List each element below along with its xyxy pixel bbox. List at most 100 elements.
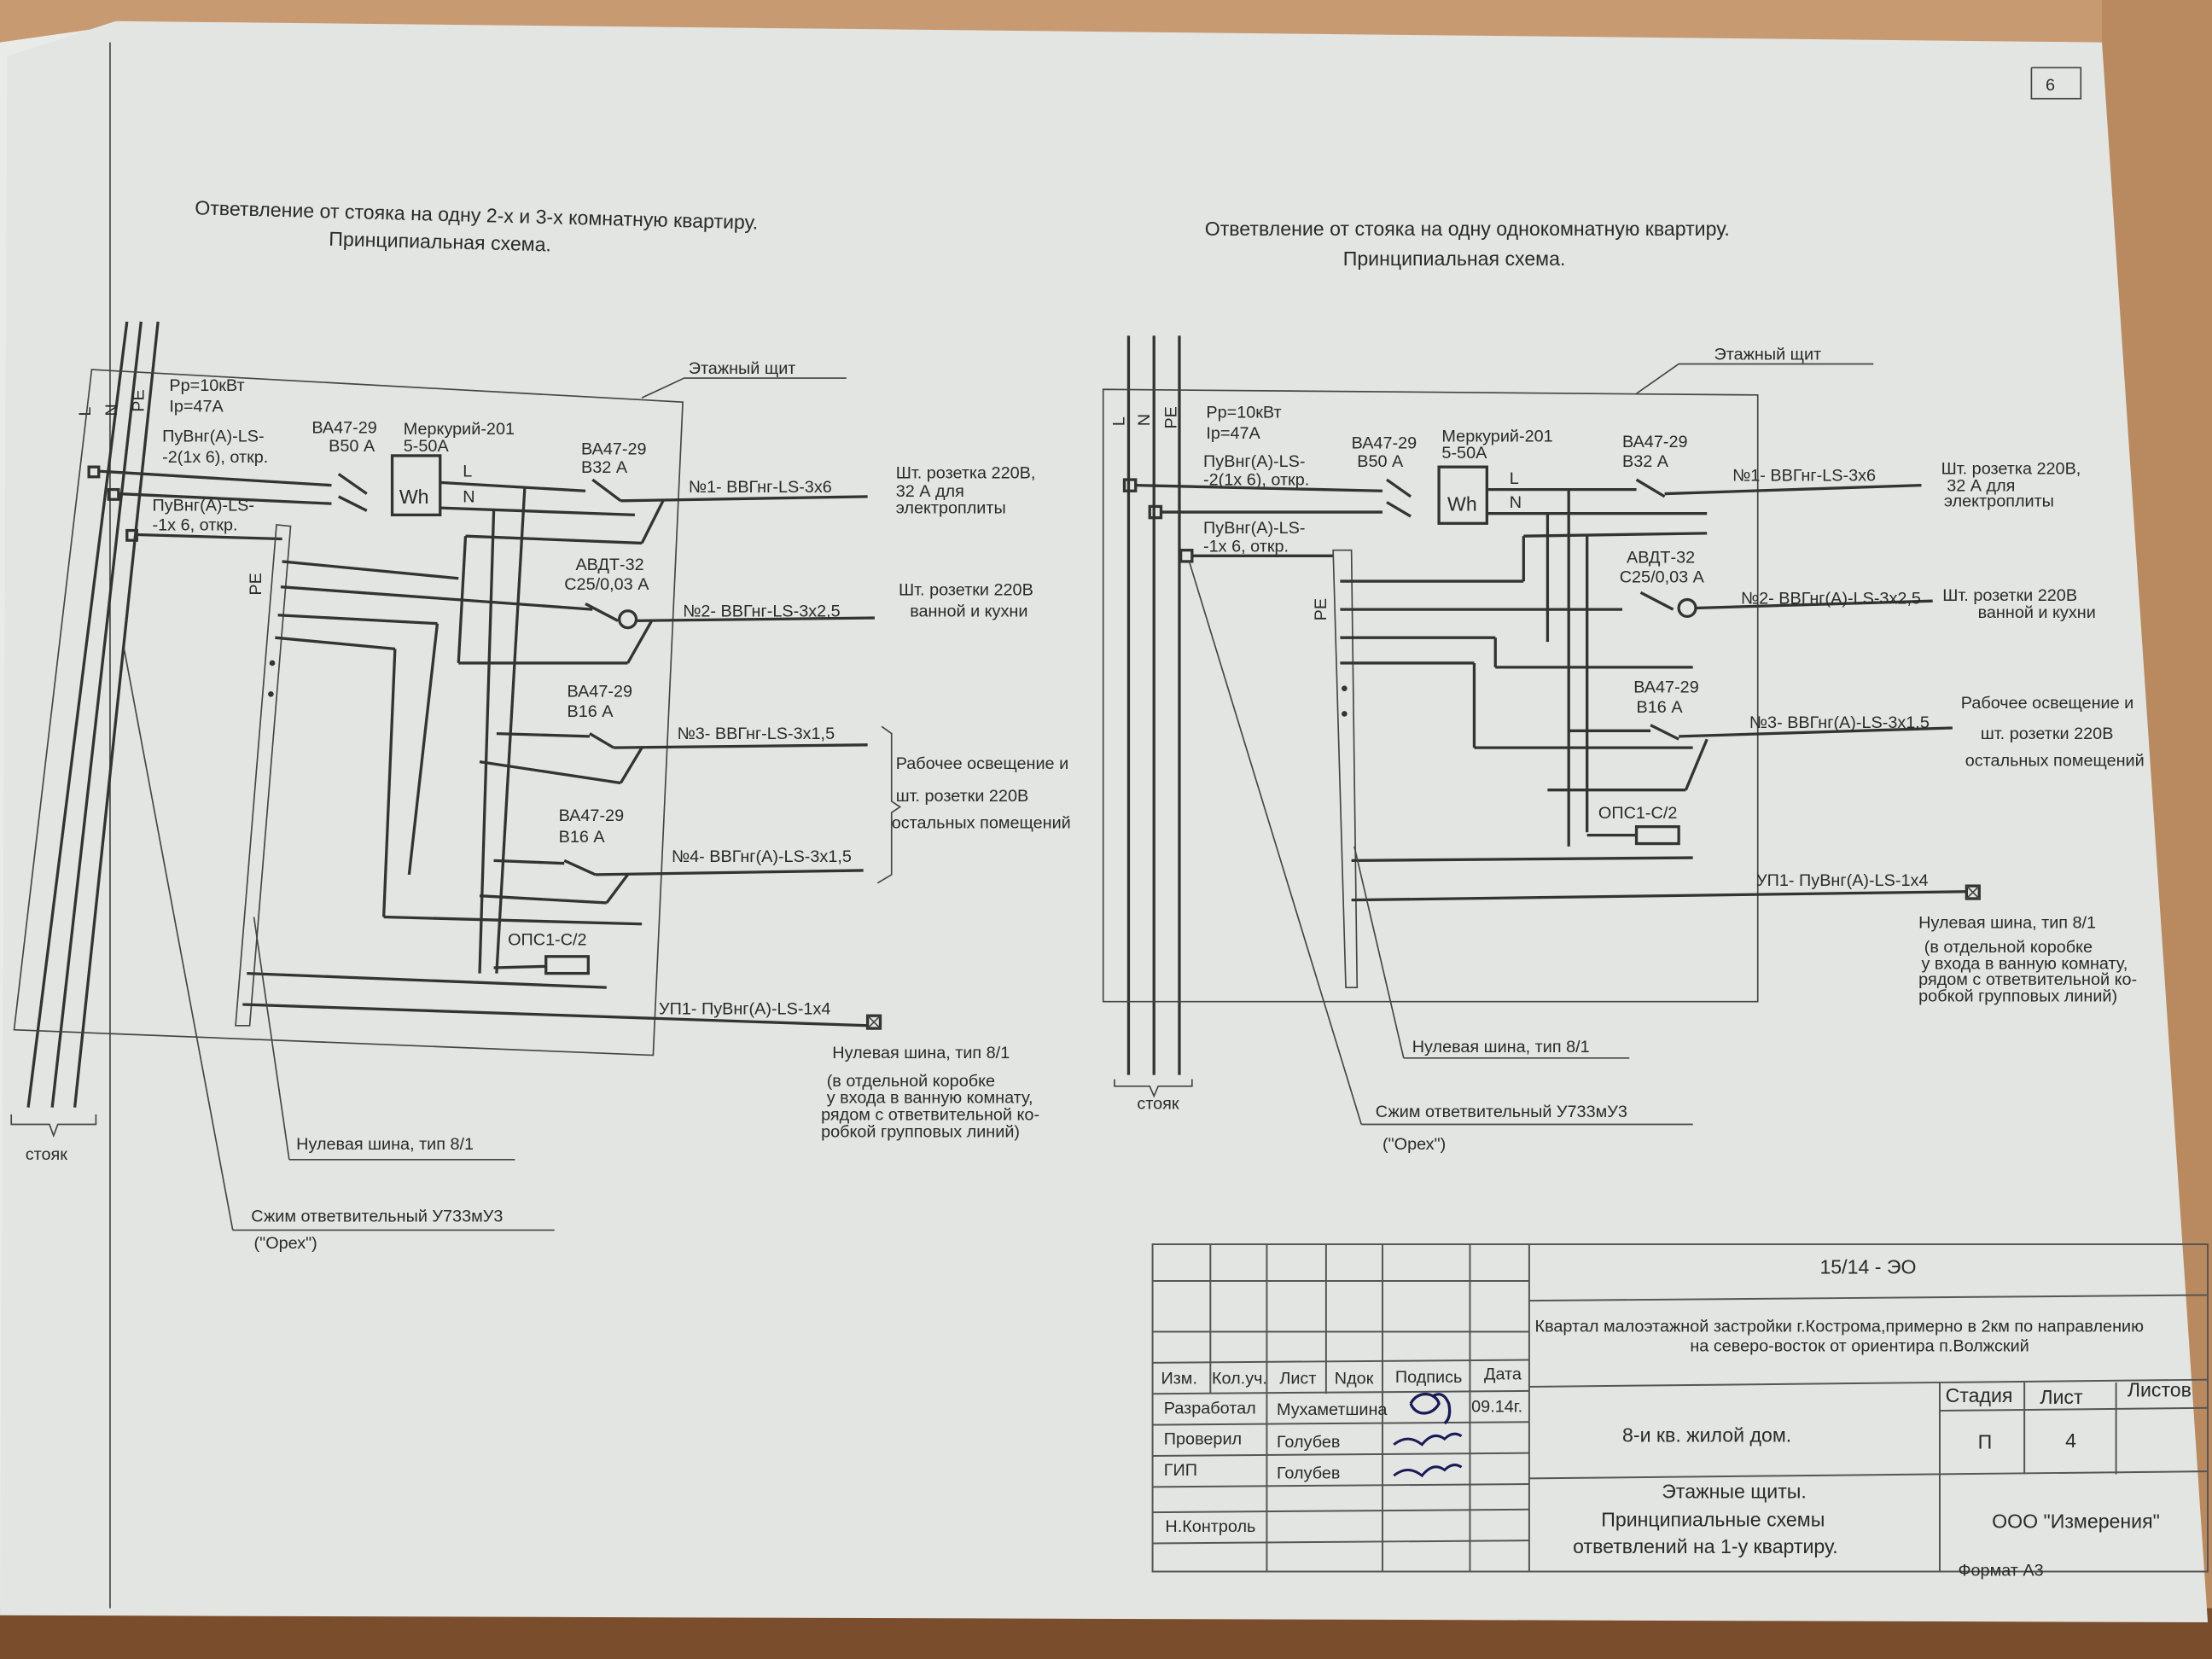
tb-sheet-header: Лист	[2040, 1386, 2083, 1408]
left-meter-box	[390, 454, 442, 517]
r-phase-l: L	[1109, 416, 1128, 426]
tb-role-checked: Проверил	[1164, 1430, 1242, 1449]
left-riser-label: стояк	[26, 1145, 68, 1164]
tb-header-date: Дата	[1484, 1365, 1522, 1384]
tb-header-signature: Подпись	[1395, 1368, 1462, 1387]
signature-3	[1393, 1464, 1463, 1478]
left-rcd-2: С25/0,03 А	[564, 575, 649, 594]
right-l: L	[1510, 469, 1519, 488]
left-n: N	[463, 487, 474, 506]
right-nbus-5: робкой групповых линий)	[1918, 987, 2117, 1006]
left-meter-1: Меркурий-201	[404, 420, 515, 439]
phase-n: N	[102, 404, 121, 416]
right-cable-in-2a: ПуВнг(А)-LS-	[1203, 519, 1305, 538]
left-load1-2: 32 А для	[896, 482, 964, 501]
right-title-2: Принципиальная схема.	[1343, 247, 1566, 270]
tb-project-1: Квартал малоэтажной застройки г.Кострома…	[1535, 1317, 2145, 1336]
right-load1-1: Шт. розетка 220В,	[1941, 459, 2081, 478]
left-meter-symbol: Wh	[399, 486, 429, 508]
left-load34-3: остальных помещений	[892, 813, 1071, 832]
signature-1	[1409, 1392, 1452, 1425]
tb-drawing-1: Этажные щиты.	[1662, 1481, 1807, 1503]
right-meter-symbol: Wh	[1447, 492, 1477, 515]
right-main-breaker-1: ВА47-29	[1352, 434, 1417, 453]
left-ir: Iр=47А	[169, 398, 224, 416]
left-cable-in-1b: -2(1х 6), откр.	[162, 448, 268, 467]
tb-sheets-header: Листов	[2128, 1379, 2192, 1401]
left-br1-1: ВА47-29	[581, 439, 647, 458]
right-n: N	[1510, 493, 1522, 512]
right-load2-1: Шт. розетки 220В	[1942, 586, 2077, 605]
right-cable-in-1a: ПуВнг(А)-LS-	[1203, 452, 1305, 471]
tb-company: ООО "Измерения"	[1992, 1510, 2160, 1532]
right-nbus-4: рядом с ответвительной ко-	[1918, 970, 2137, 989]
left-nbus-4: рядом с ответвительной ко-	[821, 1106, 1039, 1125]
tb-object: 8-и кв. жилой дом.	[1622, 1423, 1791, 1446]
left-br3-2: В16 А	[568, 702, 614, 721]
right-surge: ОПС1-С/2	[1598, 804, 1677, 823]
right-line1: №1- ВВГнг-LS-3х6	[1732, 467, 1876, 486]
left-br1-2: В32 А	[581, 458, 628, 477]
tb-role-gip: ГИП	[1164, 1461, 1197, 1480]
right-load2-2: ванной и кухни	[1978, 603, 2096, 622]
right-pr: Рр=10кВт	[1206, 403, 1281, 422]
right-br1-2: В32 А	[1622, 452, 1669, 471]
right-clamp-1: Сжим ответвительный У733мУ3	[1376, 1103, 1627, 1121]
left-rcd-1: АВДТ-32	[575, 556, 643, 574]
left-clamp-1: Сжим ответвительный У733мУ3	[251, 1208, 503, 1226]
right-br3-2: В16 А	[1637, 698, 1684, 717]
r-phase-n: N	[1135, 414, 1154, 426]
left-nbus-2: (в отдельной коробке	[827, 1072, 995, 1091]
left-load1-3: электроплиты	[896, 499, 1006, 518]
tb-format: Формат А3	[1958, 1561, 2043, 1580]
left-br4-2: В16 А	[559, 828, 606, 847]
left-nbus-1: Нулевая шина, тип 8/1	[832, 1044, 1010, 1062]
tb-role-ncontrol: Н.Контроль	[1165, 1517, 1255, 1536]
left-line2: №2- ВВГнг-LS-3х2,5	[683, 602, 841, 620]
right-clamp-2: ("Орех")	[1382, 1135, 1446, 1154]
left-pr: Рр=10кВт	[169, 376, 244, 395]
right-up1: УП1- ПуВнг(А)-LS-1х4	[1756, 871, 1928, 890]
tb-drawing-2: Принципиальные схемы	[1601, 1509, 1825, 1531]
right-title-1: Ответвление от стояка на одну однокомнат…	[1205, 218, 1730, 240]
right-line3: №3- ВВГнг(А)-LS-3х1,5	[1749, 713, 1930, 732]
tb-header-kolvo: Кол.уч.	[1212, 1370, 1267, 1388]
left-nbus-5: робкой групповых линий)	[821, 1122, 1020, 1141]
left-line4: №4- ВВГнг(А)-LS-3х1,5	[672, 847, 852, 866]
phase-pe: PE	[130, 389, 148, 411]
tb-project-2: на северо-восток от ориентира п.Волжский	[1690, 1337, 2029, 1356]
left-line3: №3- ВВГнг-LS-3х1,5	[677, 725, 835, 743]
tb-name-gip: Голубев	[1277, 1464, 1340, 1482]
right-panel-label: Этажный щит	[1714, 346, 1821, 364]
right-nbus-label: Нулевая шина, тип 8/1	[1412, 1038, 1590, 1057]
left-load2-2: ванной и кухни	[910, 602, 1027, 620]
left-cable-in-2a: ПуВнг(А)-LS-	[153, 496, 254, 515]
right-riser-label: стояк	[1137, 1094, 1179, 1113]
r-phase-pe: PE	[1162, 406, 1181, 428]
right-br1-1: ВА47-29	[1622, 433, 1688, 451]
left-load34-1: Рабочее освещение и	[896, 754, 1068, 773]
right-load1-2: 32 А для	[1947, 476, 2015, 495]
right-nbus-3: у входа в ванную комнату,	[1921, 955, 2128, 974]
left-load1-1: Шт. розетка 220В,	[896, 463, 1036, 482]
right-load1-3: электроплиты	[1944, 492, 2054, 510]
tb-date-developed: 09.14г.	[1471, 1398, 1522, 1417]
right-nbus-2: (в отдельной коробке	[1924, 938, 2093, 957]
right-rcd-1: АВДТ-32	[1627, 549, 1695, 568]
tb-header-list: Лист	[1279, 1370, 1316, 1388]
right-meter-2: 5-50А	[1441, 444, 1487, 463]
left-main-breaker-2: В50 А	[329, 437, 375, 456]
right-nbus-1: Нулевая шина, тип 8/1	[1918, 914, 2096, 933]
tb-drawing-3: ответвлений на 1-у квартиру.	[1573, 1535, 1838, 1557]
tb-name-developed: Мухаметшина	[1277, 1400, 1388, 1419]
left-surge: ОПС1-С/2	[508, 931, 586, 950]
left-meter-2: 5-50А	[404, 437, 450, 456]
left-main-breaker-1: ВА47-29	[311, 418, 377, 437]
title-block: Изм. Кол.уч. Лист Nдок Подпись Дата Разр…	[1151, 1243, 2209, 1580]
phase-l: L	[76, 407, 95, 416]
tb-role-developed: Разработал	[1164, 1399, 1256, 1417]
tb-code: 15/14 - ЭО	[1819, 1256, 1916, 1278]
tb-stage: П	[1978, 1431, 1993, 1453]
left-clamp-2: ("Орех")	[254, 1234, 317, 1253]
